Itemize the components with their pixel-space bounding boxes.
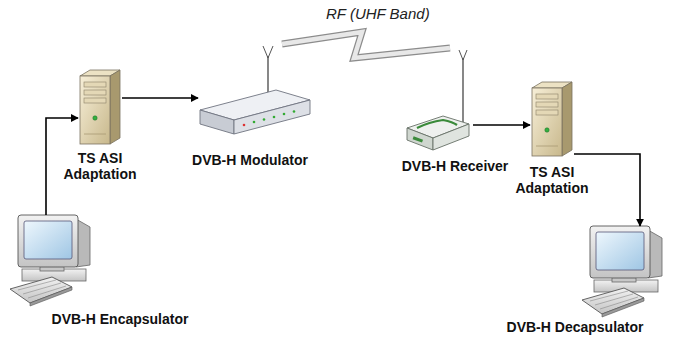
flow-arrow [122,97,198,99]
device-label: DVB-H Receiver [402,158,509,174]
computer-icon [582,226,662,317]
rf-link-fill [282,32,450,58]
modulator-icon [200,46,310,134]
device-label: DVB-H Decapsulator [507,319,644,335]
device-node: DVB-H Receiver [403,48,473,152]
server-icon [532,82,572,156]
receiver-icon [407,50,469,150]
rf-link [282,32,450,58]
device-node: TS ASI Adaptation [78,68,122,146]
server-icon [80,70,120,144]
device-node: TS ASI Adaptation [530,80,574,158]
device-label: DVB-H Modulator [192,152,308,168]
device-label: TS ASI Adaptation [509,164,595,196]
link-label: RF (UHF Band) [326,5,430,23]
device-node: DVB-H Decapsulator [582,226,666,318]
device-node: DVB-H Modulator [198,44,312,138]
device-label: TS ASI Adaptation [57,150,143,182]
computer-icon [10,215,90,306]
device-node: DVB-H Encapsulator [10,215,92,307]
device-label: DVB-H Encapsulator [52,311,189,327]
flow-arrow [473,124,530,126]
